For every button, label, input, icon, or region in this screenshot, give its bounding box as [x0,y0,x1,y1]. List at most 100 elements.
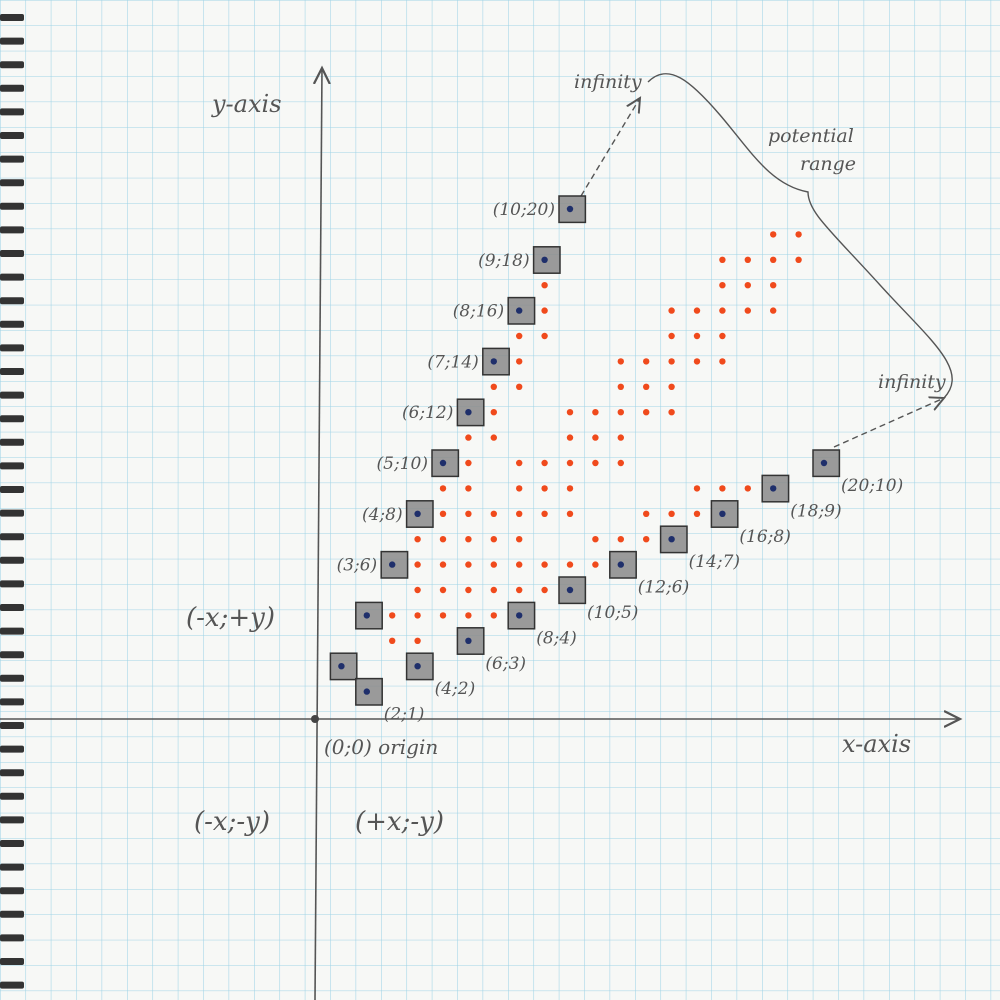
binding-ring [0,438,24,446]
binding-ring [0,61,24,69]
inner-point [643,383,650,390]
inner-point [617,409,624,416]
binding-ring [0,792,24,800]
point-label: (2;1) [384,705,425,725]
binding-ring [0,108,24,116]
boundary-point [516,307,523,314]
inner-point [592,536,599,543]
boundary-point [414,510,421,517]
inner-point [643,358,650,365]
inner-point [516,332,523,340]
infinity-label-top: infinity [574,71,642,93]
inner-point [668,409,675,416]
binding-ring [0,840,24,847]
inner-point [490,561,497,568]
inner-point [490,510,497,517]
inner-point [541,510,548,517]
inner-point [490,612,497,619]
boundary-point [516,612,523,619]
inner-point [566,561,574,568]
inner-point [541,282,548,289]
inner-point [516,358,523,365]
binding-ring [0,910,24,918]
point-label: (6;12) [402,403,453,423]
binding-ring [0,769,24,777]
inner-point [744,307,751,314]
inner-point [643,536,650,543]
potential-range-brace [647,72,953,399]
binding-ring [0,391,24,399]
inner-point [668,383,675,390]
inner-point [668,307,675,314]
inner-point [770,282,777,289]
inner-point [592,561,599,568]
binding-ring [0,202,24,210]
inner-point [693,307,701,314]
inner-point [439,561,447,568]
inner-point [465,434,472,441]
boundary-point [465,637,472,644]
binding-ring [0,981,24,989]
inner-point [744,485,751,492]
inner-point [566,459,574,467]
binding-ring [0,273,24,281]
origin-point [311,715,319,723]
quadrant-label-bottom-right: (+x;-y) [355,807,444,837]
binding-ring [0,556,24,564]
inner-point [389,612,396,619]
inner-point [617,383,624,390]
inner-point [465,536,472,543]
binding-ring [0,132,24,139]
inner-point [465,612,472,619]
boundary-point [490,358,497,365]
inner-point [693,332,701,340]
point-label: (16;8) [739,527,790,547]
inner-point [566,434,574,441]
inner-point [592,434,599,441]
inner-point [719,485,726,492]
inner-point [770,307,777,314]
inner-point [516,586,523,594]
inner-point [541,561,548,568]
inner-point [465,561,472,568]
inner-point [617,434,624,441]
inner-point [719,282,726,289]
boundary-point [338,663,345,670]
inner-point [439,612,447,619]
boundary-point [414,663,421,670]
point-label: (8;16) [453,302,504,322]
boundary-point [439,459,447,467]
boundary-point [719,510,726,517]
inner-point [516,510,523,517]
inner-point [744,256,751,263]
inner-point [465,586,472,594]
boundary-point [820,459,828,467]
binding-ring [0,226,24,234]
point-label: (8;4) [536,628,577,648]
inner-point [719,358,726,365]
binding-ring [0,816,24,824]
quadrant-label-top-left: (-x;+y) [186,603,275,633]
inner-point [490,409,497,416]
inner-point [516,561,523,568]
binding-ring [0,958,24,965]
inner-point [490,434,497,441]
inner-point [719,332,726,340]
boundary-point [617,561,624,568]
inner-point [414,586,421,594]
binding-ring [0,344,24,352]
inner-point [795,256,802,263]
inner-point [389,637,396,644]
origin-label: (0;0) origin [324,735,438,759]
inner-point [719,307,726,314]
inner-point [414,637,421,644]
inner-point [719,256,726,263]
boundary-point [363,612,370,619]
inner-point [414,612,421,619]
binding-ring [0,37,24,45]
inner-point [668,332,675,340]
boundary-cell [812,449,841,478]
inner-points [389,231,802,644]
inner-point [465,485,472,492]
